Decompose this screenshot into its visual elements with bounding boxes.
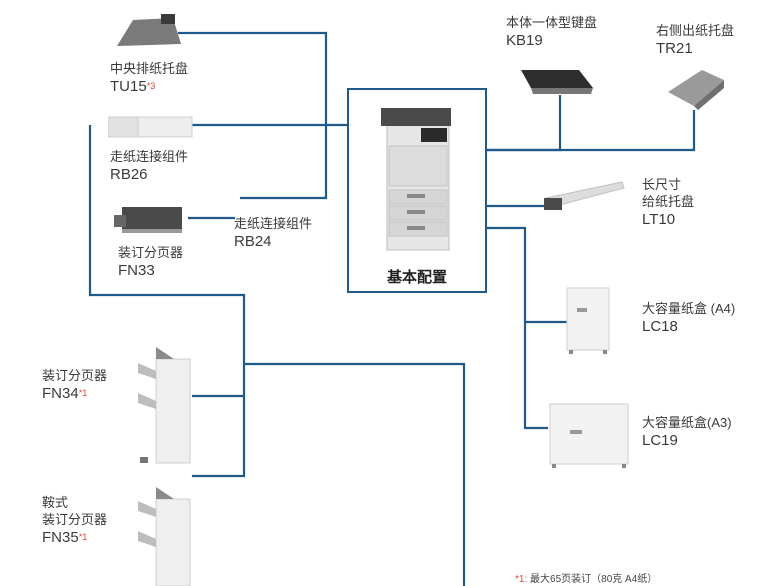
tr21-label: 右侧出纸托盘 TR21: [656, 23, 735, 57]
fn33-label: 装订分页器 FN33: [118, 245, 184, 279]
lc18-cabinet-image: [566, 287, 610, 354]
kb19-label: 本体一体型键盘 KB19: [506, 15, 598, 49]
line-bottom-trunk: [244, 362, 466, 586]
footnote: *1: 最大65页装订（80克 A4纸）: [515, 574, 658, 585]
line-lc18: [487, 226, 568, 324]
rb24-label: 走纸连接组件 RB24: [234, 216, 313, 250]
rb26-label: 走纸连接组件 RB26: [110, 149, 189, 183]
line-lc19: [523, 322, 548, 430]
line-left-trunk: [88, 125, 246, 478]
tu15-tray-image: [117, 14, 181, 46]
fn33-finisher-image: [114, 207, 182, 233]
line-tu15-rb24: [178, 31, 328, 200]
fn35-finisher-image: [138, 487, 191, 586]
tr21-tray-image: [668, 70, 724, 110]
lt10-tray-image: [544, 181, 625, 210]
lc19-cabinet-image: [549, 403, 629, 468]
base-config-title: 基本配置: [386, 269, 447, 286]
rb26-unit-image: [108, 116, 193, 138]
fn34-label: 装订分页器 FN34*1: [42, 368, 108, 402]
lc19-label: 大容量纸盒(A3) LC19: [642, 415, 732, 449]
fn34-finisher-image: [138, 347, 191, 464]
lt10-label: 长尺寸 给纸托盘 LT10: [642, 177, 695, 228]
tu15-label: 中央排纸托盘 TU15*3: [110, 61, 189, 95]
kb19-keyboard-image: [521, 70, 593, 94]
lc18-label: 大容量纸盒 (A4) LC18: [642, 301, 736, 335]
base-config-box[interactable]: 基本配置: [347, 88, 487, 293]
copier-image: [381, 108, 451, 251]
line-tr21: [487, 110, 696, 152]
fn35-label: 鞍式 装订分页器 FN35*1: [42, 495, 108, 546]
line-kb19: [487, 95, 562, 152]
